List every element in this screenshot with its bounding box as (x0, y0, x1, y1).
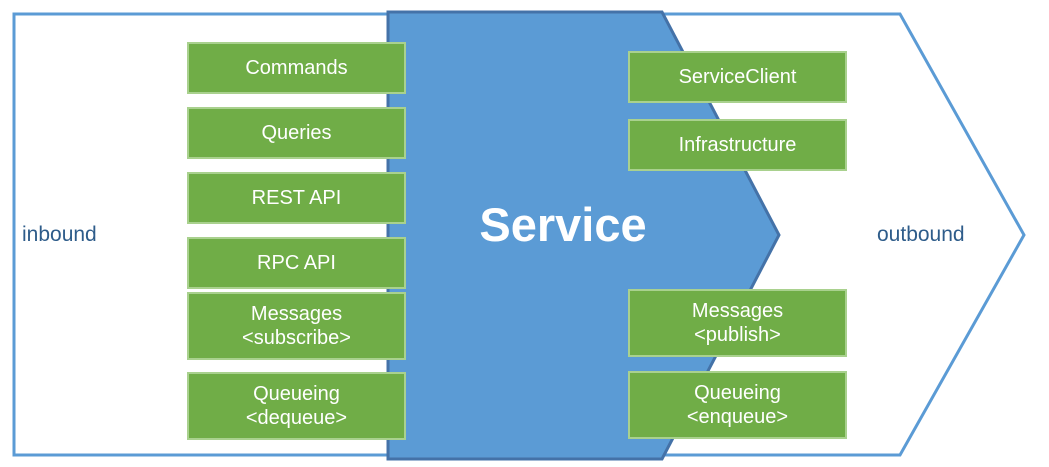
outbound-port-box[interactable]: Infrastructure (628, 119, 847, 171)
inbound-port-box[interactable]: Messages <subscribe> (187, 292, 406, 360)
outbound-port-box[interactable]: ServiceClient (628, 51, 847, 103)
inbound-port-box[interactable]: RPC API (187, 237, 406, 289)
inbound-label: inbound (22, 223, 97, 246)
inbound-port-box[interactable]: Commands (187, 42, 406, 94)
inbound-port-box[interactable]: REST API (187, 172, 406, 224)
outbound-port-box[interactable]: Messages <publish> (628, 289, 847, 357)
inbound-port-box[interactable]: Queueing <dequeue> (187, 372, 406, 440)
service-title: Service (479, 198, 647, 251)
outer-arrow-outline (12, 12, 1026, 457)
outbound-port-box[interactable]: Queueing <enqueue> (628, 371, 847, 439)
inbound-port-box[interactable]: Queries (187, 107, 406, 159)
outbound-label: outbound (877, 223, 965, 246)
